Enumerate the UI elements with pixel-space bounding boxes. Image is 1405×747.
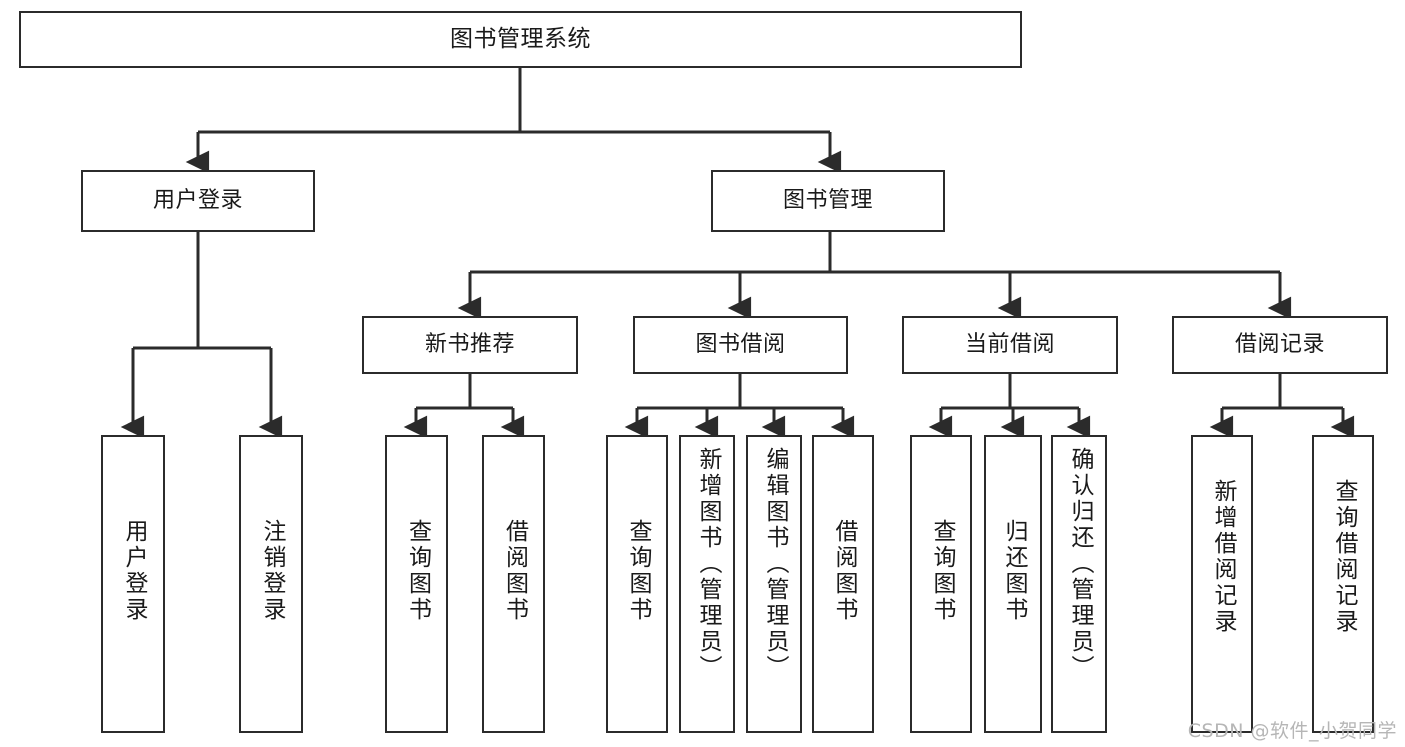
node-borrow-record[interactable]: 借阅记录 <box>1172 316 1388 374</box>
node-leaf-query-book-rec-label: 查询图书 <box>404 519 431 623</box>
watermark-text: CSDN @软件_小贺同学 <box>1187 720 1397 742</box>
node-book-management-label: 图书管理 <box>782 187 873 213</box>
node-leaf-query-book-rec[interactable]: 查询图书 <box>385 435 448 733</box>
node-leaf-confirm-return-admin-label: 确认归还（管理员） <box>1066 447 1093 681</box>
node-leaf-add-book-admin[interactable]: 新增图书（管理员） <box>679 435 735 733</box>
node-book-borrow[interactable]: 图书借阅 <box>633 316 848 374</box>
node-leaf-query-book-cur-label: 查询图书 <box>928 519 955 623</box>
node-leaf-edit-book-admin[interactable]: 编辑图书（管理员） <box>746 435 802 733</box>
node-book-management[interactable]: 图书管理 <box>711 170 945 232</box>
node-leaf-borrow-book[interactable]: 借阅图书 <box>812 435 874 733</box>
node-root-label: 图书管理系统 <box>450 25 591 52</box>
node-leaf-return-book-label: 归还图书 <box>1000 519 1027 623</box>
edge-current-borrow-to-leaves <box>928 374 1091 439</box>
edge-book-borrow-to-leaves <box>624 374 855 439</box>
node-leaf-edit-book-admin-label: 编辑图书（管理员） <box>761 447 788 681</box>
node-book-borrow-label: 图书借阅 <box>695 331 786 357</box>
node-leaf-user-login-label: 用户登录 <box>120 519 147 623</box>
node-borrow-record-label: 借阅记录 <box>1234 331 1325 357</box>
edge-book-management-to-level3 <box>457 232 1292 320</box>
node-leaf-user-login[interactable]: 用户登录 <box>101 435 165 733</box>
node-current-borrow[interactable]: 当前借阅 <box>902 316 1118 374</box>
node-new-book-recommend-label: 新书推荐 <box>424 331 515 357</box>
node-leaf-add-book-admin-label: 新增图书（管理员） <box>694 447 721 681</box>
node-leaf-logout[interactable]: 注销登录 <box>239 435 303 733</box>
node-leaf-borrow-book-rec[interactable]: 借阅图书 <box>482 435 545 733</box>
node-leaf-borrow-book-rec-label: 借阅图书 <box>501 519 528 623</box>
node-leaf-query-book[interactable]: 查询图书 <box>606 435 668 733</box>
node-new-book-recommend[interactable]: 新书推荐 <box>362 316 578 374</box>
node-leaf-confirm-return-admin[interactable]: 确认归还（管理员） <box>1051 435 1107 733</box>
edge-new-book-recommend-to-leaves <box>403 374 525 439</box>
edge-borrow-record-to-leaves <box>1209 374 1355 439</box>
node-leaf-logout-label: 注销登录 <box>258 519 285 623</box>
node-leaf-add-borrow-record[interactable]: 新增借阅记录 <box>1191 435 1253 733</box>
node-leaf-query-borrow-record-label: 查询借阅记录 <box>1330 479 1357 635</box>
node-user-login-label: 用户登录 <box>152 187 243 213</box>
node-leaf-query-borrow-record[interactable]: 查询借阅记录 <box>1312 435 1374 733</box>
node-user-login[interactable]: 用户登录 <box>81 170 315 232</box>
node-root[interactable]: 图书管理系统 <box>19 11 1022 68</box>
edge-user-login-to-leaves <box>120 232 283 439</box>
node-leaf-add-borrow-record-label: 新增借阅记录 <box>1209 479 1236 635</box>
node-leaf-query-book-label: 查询图书 <box>624 519 651 623</box>
edge-root-to-level2 <box>185 68 842 174</box>
node-leaf-borrow-book-label: 借阅图书 <box>830 519 857 623</box>
node-current-borrow-label: 当前借阅 <box>964 331 1055 357</box>
node-leaf-return-book[interactable]: 归还图书 <box>984 435 1042 733</box>
node-leaf-query-book-cur[interactable]: 查询图书 <box>910 435 972 733</box>
